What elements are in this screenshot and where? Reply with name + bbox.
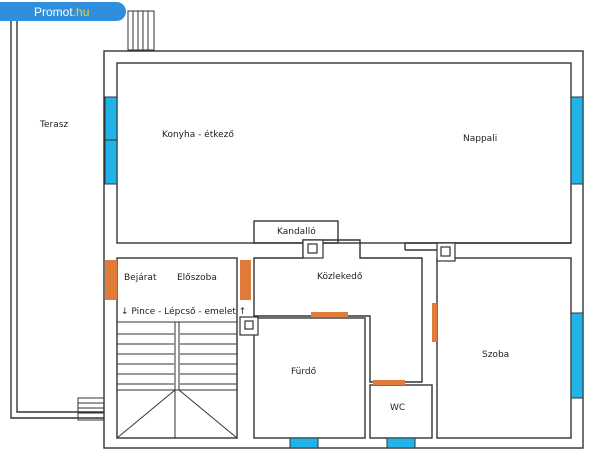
door-furdo: [311, 312, 348, 317]
window-nappali: [570, 96, 584, 185]
label-kandallo: Kandalló: [277, 226, 316, 237]
bottom-stairs: [77, 397, 105, 421]
staircase: [116, 321, 238, 439]
outer-walls: [103, 50, 584, 449]
window-wc: [386, 437, 416, 449]
doors: [105, 260, 437, 385]
label-eloszoba: Előszoba: [177, 273, 217, 283]
label-kozlekedo: Közlekedő: [317, 272, 363, 282]
label-pince: ↓ Pince - Lépcső - emelet ↑: [121, 306, 246, 317]
brand-name: Promot: [34, 5, 73, 19]
top-stairs: [127, 10, 155, 51]
interior-walls: [116, 239, 572, 439]
terrace-outline: [10, 13, 104, 419]
door-wc: [373, 380, 405, 385]
label-konyha: Konyha - étkező: [162, 129, 234, 140]
fireplace: [253, 220, 339, 244]
label-wc: WC: [390, 403, 405, 413]
label-furdo: Fürdő: [291, 367, 317, 377]
door-szoba: [432, 303, 437, 342]
brand-badge[interactable]: Promot.hu: [0, 2, 126, 21]
label-nappali: Nappali: [463, 134, 497, 144]
label-terasz: Terasz: [39, 120, 68, 130]
window-szoba: [570, 312, 584, 399]
window-furdo: [289, 437, 319, 449]
chimneys: [239, 239, 456, 336]
door-eloszoba: [240, 260, 251, 300]
label-szoba: Szoba: [482, 350, 509, 360]
brand-logo: Promot.hu: [34, 5, 89, 19]
windows: [104, 96, 584, 449]
label-bejarat: Bejárat: [124, 273, 157, 283]
door-bejarat: [105, 260, 117, 300]
brand-suffix: .hu: [72, 5, 90, 19]
